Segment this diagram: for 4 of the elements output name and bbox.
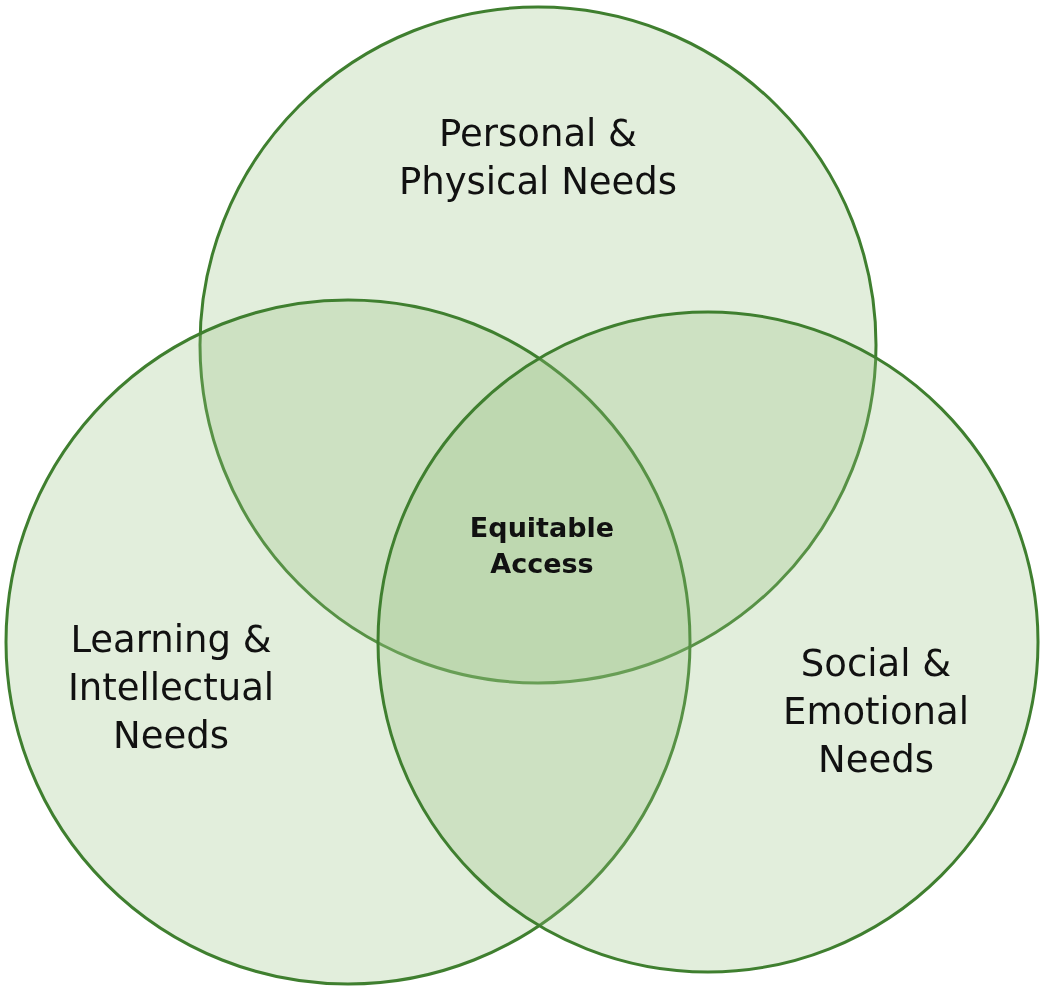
circle-label: Learning & Intellectual Needs — [66, 617, 276, 760]
circle-label: Social & Emotional Needs — [782, 641, 970, 784]
circle-label: Personal & Physical Needs — [397, 111, 679, 206]
center-label: Equitable Access — [468, 511, 616, 582]
